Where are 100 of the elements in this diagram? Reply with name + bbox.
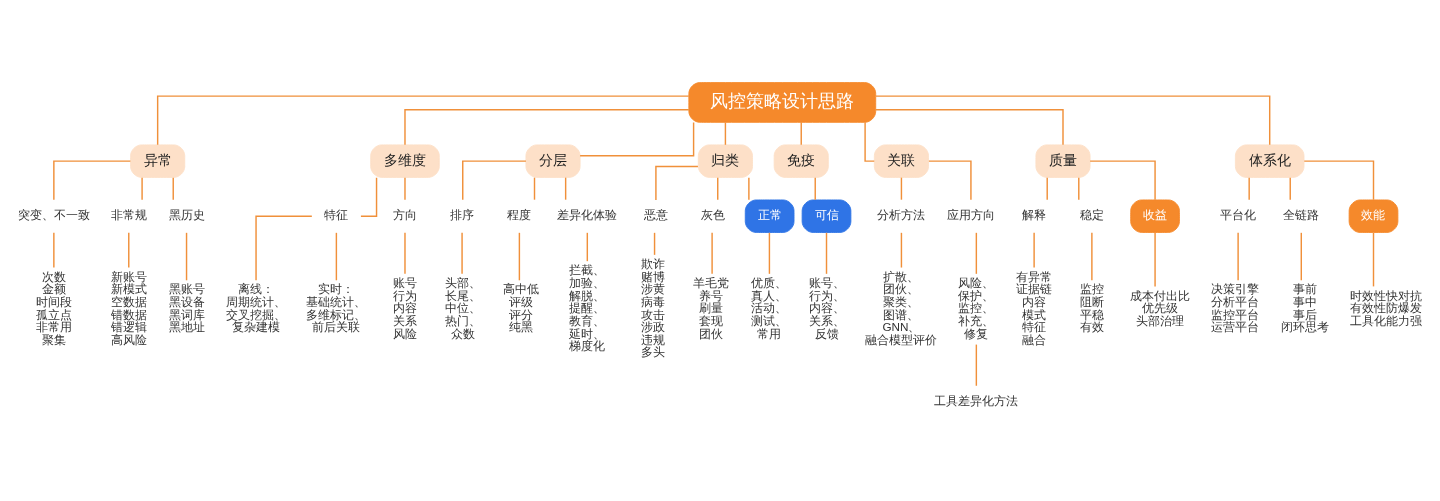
connector — [53, 160, 132, 201]
connector — [825, 232, 828, 275]
connector — [185, 232, 188, 281]
node-text: 方向 — [392, 208, 417, 222]
connector — [255, 215, 313, 281]
node-text: 程度 — [506, 208, 531, 222]
connector — [1237, 232, 1239, 281]
node-text: 特征 — [324, 208, 349, 222]
connector — [724, 121, 727, 146]
node-text: 灰色 — [700, 208, 725, 222]
node-text: 有异常 证据链 内容 模式 特征 融合 — [1016, 269, 1053, 346]
node-box: 正常 — [744, 199, 795, 233]
node-text: 拦截、 加验、 解脱、 提醒、 教育、 延时、 梯度化 — [569, 263, 606, 353]
node-text: 次数 金额 时间段 孤立点 非常用 聚集 — [35, 269, 72, 346]
node-box: 效能 — [1348, 199, 1399, 233]
node-text: 黑账号 黑设备 黑词库 黑地址 — [168, 282, 205, 334]
node-text: 优质、 真人、 活动、 测试、 常用 — [750, 275, 787, 340]
node-text: 新账号 新模式 空数据 错数据 错逻辑 高风险 — [110, 269, 147, 346]
node-text: 工具差异化方法 — [934, 394, 1019, 408]
connector — [1248, 176, 1250, 201]
connector — [1372, 232, 1375, 288]
node-text: 羊毛党 养号 刷量 套现 团伙 — [692, 275, 729, 340]
connector — [1078, 176, 1080, 201]
node-text: 欺诈 赌博 涉黄 病毒 攻击 涉政 违规 多头 — [641, 257, 666, 359]
node-text: 账号、 行为、 内容、 关系、 反馈 — [808, 275, 845, 340]
node-text: 排序 — [449, 208, 474, 222]
connector — [768, 232, 771, 275]
connector — [172, 176, 174, 201]
connector — [1046, 176, 1048, 201]
connector — [1300, 232, 1302, 281]
connector — [928, 160, 972, 201]
connector — [717, 176, 719, 201]
connector — [1303, 160, 1375, 201]
node-text: 事前 事中 事后 闭环思考 — [1280, 282, 1329, 334]
connector — [141, 176, 143, 201]
connector — [864, 121, 875, 162]
node-text: 离线： 周期统计、 交叉挖掘、 复杂建模 — [226, 282, 287, 334]
node-text: 非常规 — [110, 208, 147, 222]
connector — [814, 176, 816, 201]
connector — [1091, 232, 1093, 281]
node-box: 异常 — [130, 144, 186, 178]
node-box: 免疫 — [773, 144, 829, 178]
node-text: 应用方向 — [946, 208, 995, 222]
node-text: 黑历史 — [168, 208, 205, 222]
connector — [156, 95, 690, 146]
connector — [900, 232, 903, 269]
connector — [875, 108, 1064, 146]
node-text: 头部、 长尾、 中位、 热门、 众数 — [444, 275, 481, 340]
connector — [53, 232, 55, 269]
node-text: 平台化 — [1220, 208, 1257, 222]
connector — [404, 232, 406, 275]
node-box: 分层 — [525, 144, 581, 178]
connector — [900, 176, 903, 201]
connector — [128, 232, 130, 269]
node-text: 监控 阻断 平稳 有效 — [1079, 282, 1104, 334]
connector — [462, 160, 527, 201]
node-text: 时效性快对抗 有效性防爆发 工具化能力强 — [1350, 288, 1423, 327]
node-text: 解释 — [1022, 208, 1047, 222]
node-text: 成本付出比 优先级 头部治理 — [1130, 288, 1191, 327]
node-text: 差异化体验 — [557, 208, 618, 222]
node-box: 质量 — [1035, 144, 1091, 178]
node-text: 风险、 保护、 监控、 补充、 修复 — [958, 275, 995, 340]
connector — [975, 343, 978, 387]
node-text: 高中低 评级 评分 纯黑 — [502, 282, 539, 334]
connector — [564, 176, 567, 201]
node-box: 多维度 — [370, 144, 440, 178]
node-text: 决策引擎 分析平台 监控平台 运营平台 — [1211, 282, 1260, 334]
connector — [1089, 160, 1156, 201]
node-box: 体系化 — [1234, 144, 1305, 178]
connector — [655, 165, 699, 201]
node-box: 收益 — [1130, 199, 1180, 233]
connector — [1154, 232, 1156, 288]
node-text: 账号 行为 内容 关系 风险 — [392, 275, 417, 340]
connector — [1289, 176, 1291, 201]
connector — [800, 121, 802, 146]
node-text: 稳定 — [1079, 208, 1104, 222]
connector — [533, 176, 536, 201]
connector — [586, 232, 589, 262]
node-text: 实时： 基础统计、 多维标记、 前后关联 — [306, 282, 367, 334]
node-text: 全链路 — [1283, 208, 1320, 222]
node-text: 恶意 — [643, 208, 668, 222]
node-box: 可信 — [801, 199, 852, 233]
connector — [653, 232, 656, 256]
connector — [875, 95, 1271, 146]
connector — [579, 121, 695, 157]
connector — [404, 176, 406, 201]
connector — [975, 232, 978, 275]
connector — [360, 176, 378, 217]
connector — [461, 232, 463, 275]
node-text: 分析方法 — [877, 208, 926, 222]
connector — [335, 232, 338, 281]
connector — [404, 108, 690, 146]
connector — [1033, 232, 1035, 269]
node-box: 归类 — [697, 144, 753, 178]
connector — [711, 232, 713, 275]
node-box: 关联 — [873, 144, 929, 178]
node-box: 风控策略设计思路 — [688, 82, 877, 123]
connector — [518, 232, 521, 281]
connector — [748, 176, 750, 201]
node-text: 突变、不一致 — [17, 208, 90, 222]
